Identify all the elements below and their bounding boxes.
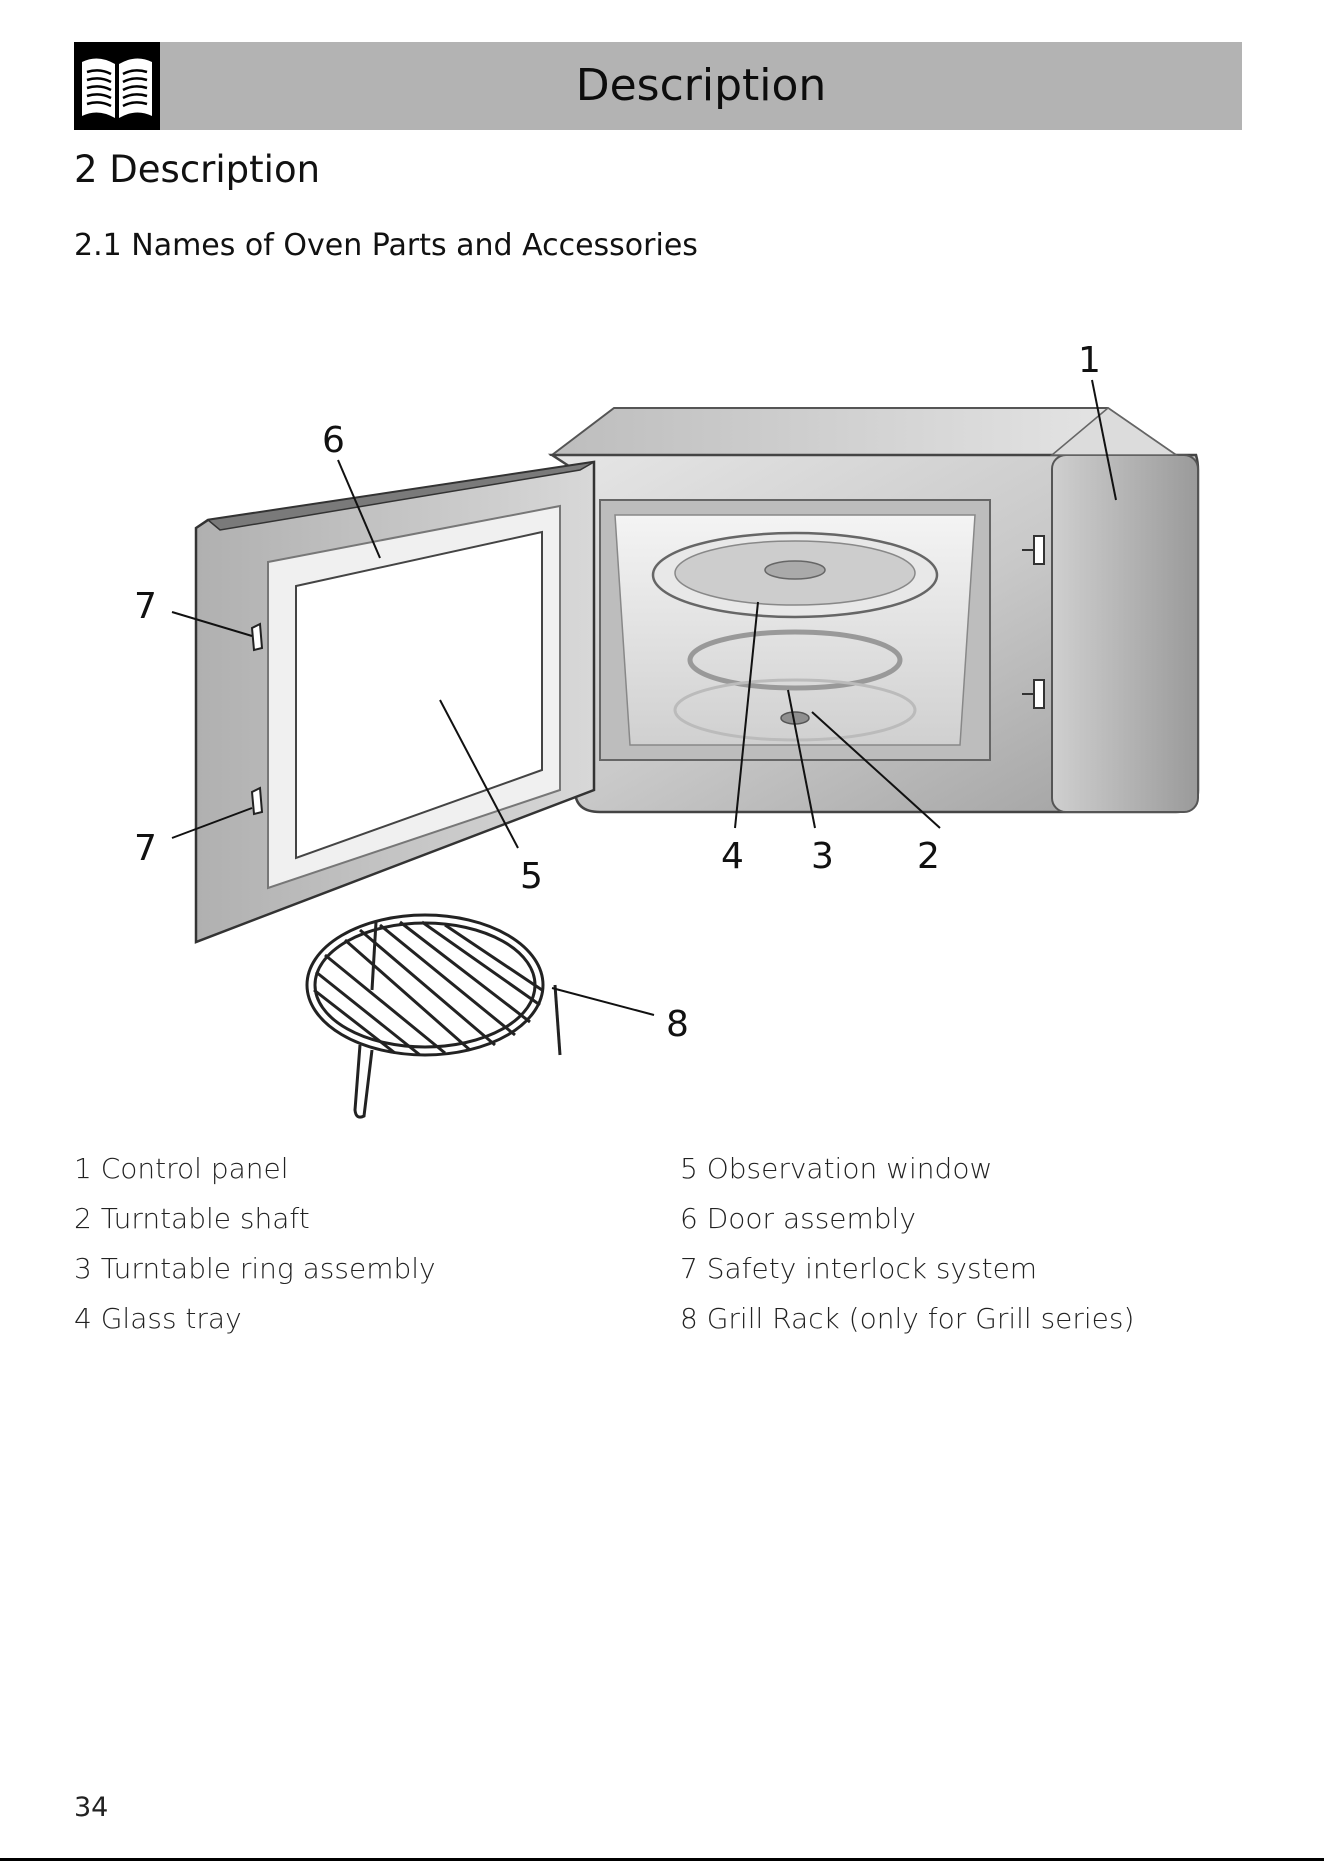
callout-2: 2: [917, 836, 940, 877]
legend-item: 1 Control panel: [74, 1148, 436, 1198]
callout-1: 1: [1078, 340, 1101, 381]
control-panel: [1052, 455, 1198, 812]
callout-7-bottom: 7: [134, 828, 157, 869]
legend-item: 4 Glass tray: [74, 1298, 436, 1348]
oven-body: [552, 408, 1198, 812]
legend-item: 8 Grill Rack (only for Grill series): [680, 1298, 1134, 1348]
callout-6: 6: [322, 420, 345, 461]
legend-item: 3 Turntable ring assembly: [74, 1248, 436, 1298]
oven-diagram: 1 2 3 4 5 6 7 7 8: [0, 0, 1324, 1140]
legend-left: 1 Control panel 2 Turntable shaft 3 Turn…: [74, 1148, 436, 1348]
legend-item: 7 Safety interlock system: [680, 1248, 1134, 1298]
interlock-hook: [252, 624, 262, 650]
callout-7-top: 7: [134, 586, 157, 627]
legend-item: 5 Observation window: [680, 1148, 1134, 1198]
legend-item: 6 Door assembly: [680, 1198, 1134, 1248]
interlock-slot: [1034, 680, 1044, 708]
grill-rack: [307, 915, 560, 1117]
legend-item: 2 Turntable shaft: [74, 1198, 436, 1248]
page-number: 34: [74, 1792, 108, 1823]
interlock-hook: [252, 788, 262, 814]
callout-5: 5: [520, 856, 543, 897]
bottom-rule: [0, 1858, 1324, 1861]
interlock-slot: [1034, 536, 1044, 564]
legend-right: 5 Observation window 6 Door assembly 7 S…: [680, 1148, 1134, 1348]
callout-3: 3: [811, 836, 834, 877]
callout-4: 4: [721, 836, 744, 877]
callout-8: 8: [666, 1004, 689, 1045]
